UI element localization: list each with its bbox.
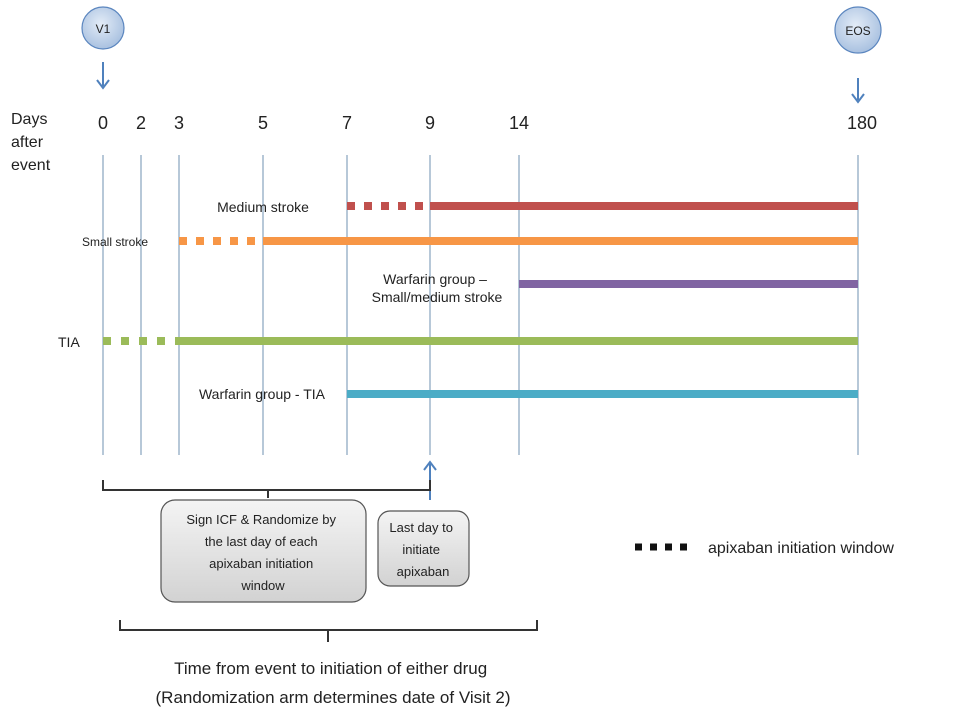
randomize-box: Sign ICF & Randomize by the last day of … (160, 499, 367, 603)
randomize-box-line: the last day of each (205, 534, 318, 549)
randomization-bracket (102, 480, 431, 498)
bar-label-warfarin-stroke: Warfarin group – Small/medium stroke (372, 271, 503, 305)
eos-down-arrow-icon (851, 78, 865, 104)
day-tick-label: 3 (174, 113, 184, 133)
days-label-line: Days (11, 111, 47, 128)
bottom-caption-line: Time from event to initiation of either … (174, 659, 487, 678)
days-label-line: event (11, 157, 51, 174)
v1-label: V1 (96, 22, 111, 36)
v1-down-arrow-icon (96, 62, 110, 90)
day-tick-labels: 0 2 3 5 7 9 14 180 (98, 113, 877, 133)
v1-circle (81, 6, 125, 50)
bar-warfarin-stroke: Warfarin group – Small/medium stroke (372, 271, 858, 305)
last-day-box-line: Last day to (389, 520, 453, 535)
bar-label-small-stroke: Small stroke (82, 235, 148, 249)
time-to-initiation-bracket (119, 620, 538, 642)
day-tick-label: 180 (847, 113, 877, 133)
bottom-caption: Time from event to initiation of either … (156, 659, 511, 707)
days-after-event-label: Days after event (11, 111, 52, 174)
last-day-box-line: initiate (402, 542, 440, 557)
bar-medium-stroke: Medium stroke (217, 199, 858, 215)
bar-warfarin-tia: Warfarin group - TIA (199, 386, 858, 402)
randomize-box-line: window (240, 578, 285, 593)
bar-label-line: Warfarin group – (383, 271, 487, 287)
bar-tia: TIA (58, 334, 858, 350)
last-day-box-line: apixaban (397, 564, 450, 579)
legend: apixaban initiation window (635, 540, 894, 557)
last-day-box: Last day to initiate apixaban (377, 510, 470, 587)
bar-label-line: Small/medium stroke (372, 289, 503, 305)
day-tick-label: 14 (509, 113, 529, 133)
eos-label: EOS (845, 24, 870, 38)
days-label-line: after (11, 134, 44, 151)
last-day-box-text: Last day to initiate apixaban (389, 520, 456, 579)
eos-marker: EOS (834, 6, 882, 104)
bar-label-warfarin-tia: Warfarin group - TIA (199, 386, 326, 402)
day-tick-label: 2 (136, 113, 146, 133)
day-tick-label: 7 (342, 113, 352, 133)
bottom-caption-line: (Randomization arm determines date of Vi… (156, 688, 511, 707)
day-tick-label: 5 (258, 113, 268, 133)
day-tick-label: 9 (425, 113, 435, 133)
randomize-box-line: apixaban initiation (209, 556, 313, 571)
day-tick-label: 0 (98, 113, 108, 133)
bar-label-medium-stroke: Medium stroke (217, 199, 309, 215)
randomize-box-line: Sign ICF & Randomize by (186, 512, 336, 527)
bar-small-stroke: Small stroke (82, 235, 858, 249)
legend-label: apixaban initiation window (708, 540, 894, 557)
bar-label-tia: TIA (58, 334, 80, 350)
randomize-box-text: Sign ICF & Randomize by the last day of … (186, 512, 339, 593)
eos-circle (834, 6, 882, 54)
v1-marker: V1 (81, 6, 125, 90)
